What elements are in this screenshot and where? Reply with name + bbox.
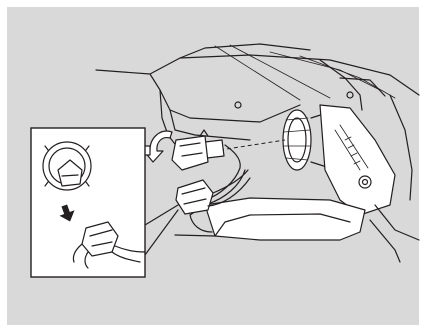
wire-connector [175,169,251,215]
vehicle-body-illustration [95,43,420,263]
callout-leader-line [144,204,179,226]
callout-leader-line-lower [144,209,179,256]
inset-detail-box [30,127,146,278]
down-arrow-icon [59,204,75,222]
curved-rotate-arrow-icon [143,130,173,163]
bulb-assembly [171,129,286,171]
bulb-base-detail [57,159,83,187]
